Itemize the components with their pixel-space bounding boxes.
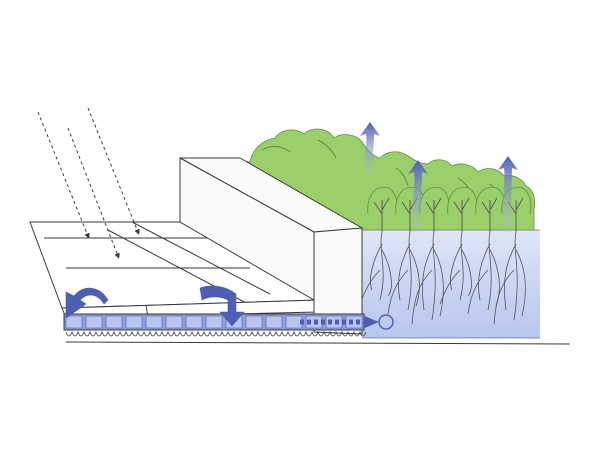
storage-cell (85, 315, 103, 329)
curb (179, 157, 364, 335)
storage-cell (65, 315, 83, 329)
ground-line (65, 341, 571, 345)
root-system (387, 231, 420, 315)
root-system (493, 231, 526, 325)
storage-cell (245, 315, 263, 329)
gravel-base (65, 330, 367, 337)
transpiration-arrow (360, 122, 380, 176)
shrub-stem (481, 197, 498, 232)
storage-cell (205, 315, 223, 329)
planter (362, 229, 540, 339)
pipe-outlet (378, 314, 394, 330)
storage-cell (105, 315, 123, 329)
rain-arrow-3 (87, 107, 138, 232)
root-system (467, 231, 500, 315)
rain-arrow-1 (37, 111, 88, 236)
storage-cell (145, 315, 163, 329)
root-system (439, 231, 472, 305)
storage-cell (285, 315, 303, 329)
storage-cell (265, 315, 283, 329)
paving-joint-4 (131, 221, 271, 295)
storage-cell (125, 315, 143, 329)
shrub-stem (373, 197, 390, 232)
infiltration-shape (199, 285, 245, 327)
storage-cell (185, 315, 203, 329)
storage-cell (165, 315, 183, 329)
gravel-texture (65, 330, 367, 337)
transpiration-arrow (408, 160, 428, 232)
runoff-arrow (65, 287, 109, 319)
curb-front (313, 227, 363, 335)
planter-soil-water (362, 230, 540, 338)
pipe-flow (300, 314, 394, 330)
storage-layer (63, 313, 571, 345)
rain (37, 107, 138, 256)
foliage-highlight (261, 139, 501, 207)
runoff-curve (65, 287, 109, 319)
shrub-stem (425, 197, 442, 232)
shrub-stem (453, 197, 470, 232)
infiltration-arrow (199, 285, 245, 327)
rain-arrow-2 (67, 127, 118, 256)
pipe-arrow-head (363, 315, 379, 329)
root-systems (359, 231, 526, 325)
shrub (447, 186, 478, 232)
transpiration-arrow (498, 156, 518, 232)
root-system (411, 231, 444, 325)
shrub (367, 186, 398, 232)
root-system (359, 231, 392, 305)
shrub (419, 186, 450, 232)
transpiration-arrows (360, 122, 518, 232)
